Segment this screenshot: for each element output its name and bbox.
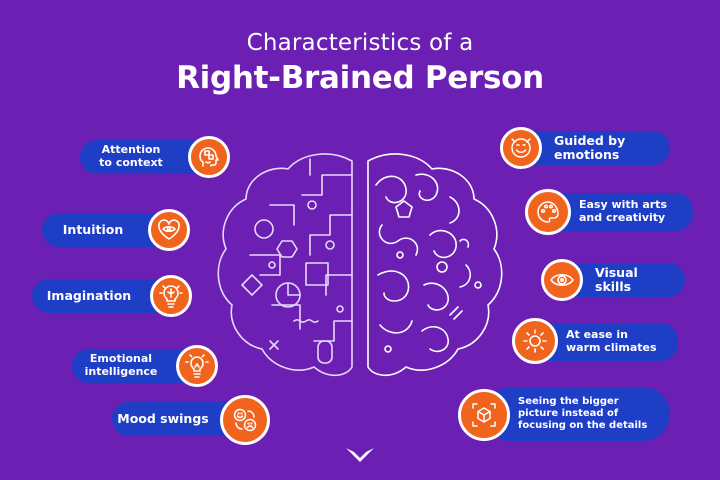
title-line-1: Characteristics of a bbox=[246, 30, 474, 56]
head-puzzle-icon bbox=[188, 136, 230, 178]
pill-attention-to-context: Attention to context bbox=[80, 140, 208, 174]
brain-illustration bbox=[217, 153, 503, 377]
item-label: Imagination bbox=[46, 287, 132, 303]
palette-icon bbox=[525, 189, 571, 235]
pill-emotional-intelligence: Emotional intelligence bbox=[72, 349, 196, 383]
right-item-visual-skills: Visual skills bbox=[541, 256, 701, 304]
cube-frame-icon bbox=[458, 389, 510, 441]
sun-icon bbox=[512, 318, 558, 364]
logo-mark-icon bbox=[346, 448, 374, 462]
left-item-mood-swings: Mood swings bbox=[112, 395, 282, 445]
left-item-emotional-intelligence: Emotional intelligence bbox=[72, 342, 222, 390]
left-item-imagination: Imagination bbox=[32, 272, 202, 320]
item-label: At ease in warm climates bbox=[566, 328, 657, 354]
right-item-guided-by-emotions: Guided by emotions bbox=[500, 124, 690, 172]
pill-imagination: Imagination bbox=[32, 279, 172, 313]
right-item-bigger-picture: Seeing the bigger picture instead of foc… bbox=[458, 385, 688, 445]
item-label: Emotional intelligence bbox=[84, 352, 158, 378]
item-label: Easy with arts and creativity bbox=[579, 198, 667, 224]
lightbulb-icon bbox=[176, 345, 218, 387]
left-hemisphere bbox=[217, 153, 353, 377]
right-hemisphere bbox=[367, 153, 503, 377]
pill-bigger-picture: Seeing the bigger picture instead of foc… bbox=[484, 387, 670, 441]
item-label: Intuition bbox=[62, 221, 124, 237]
right-item-arts-and-creativity: Easy with arts and creativity bbox=[525, 188, 705, 236]
item-label: Mood swings bbox=[117, 410, 209, 426]
pill-visual-skills: Visual skills bbox=[561, 263, 685, 297]
pill-warm-climates: At ease in warm climates bbox=[532, 323, 678, 361]
eye-icon bbox=[541, 259, 583, 301]
pill-guided-by-emotions: Guided by emotions bbox=[520, 131, 670, 165]
left-item-attention-to-context: Attention to context bbox=[80, 133, 230, 181]
item-label: Seeing the bigger picture instead of foc… bbox=[518, 396, 648, 431]
emotions-faces-icon bbox=[500, 127, 542, 169]
page-title: Right-Brained Person bbox=[176, 60, 544, 96]
item-label: Visual skills bbox=[595, 264, 638, 294]
heart-eye-icon bbox=[148, 209, 190, 251]
left-item-intuition: Intuition bbox=[42, 206, 192, 254]
lightbulb-brain-icon bbox=[150, 275, 192, 317]
item-label: Guided by emotions bbox=[554, 132, 626, 162]
pill-mood-swings: Mood swings bbox=[112, 402, 240, 436]
item-label: Attention to context bbox=[99, 143, 163, 169]
mood-faces-icon bbox=[220, 395, 270, 445]
right-item-warm-climates: At ease in warm climates bbox=[512, 317, 692, 365]
